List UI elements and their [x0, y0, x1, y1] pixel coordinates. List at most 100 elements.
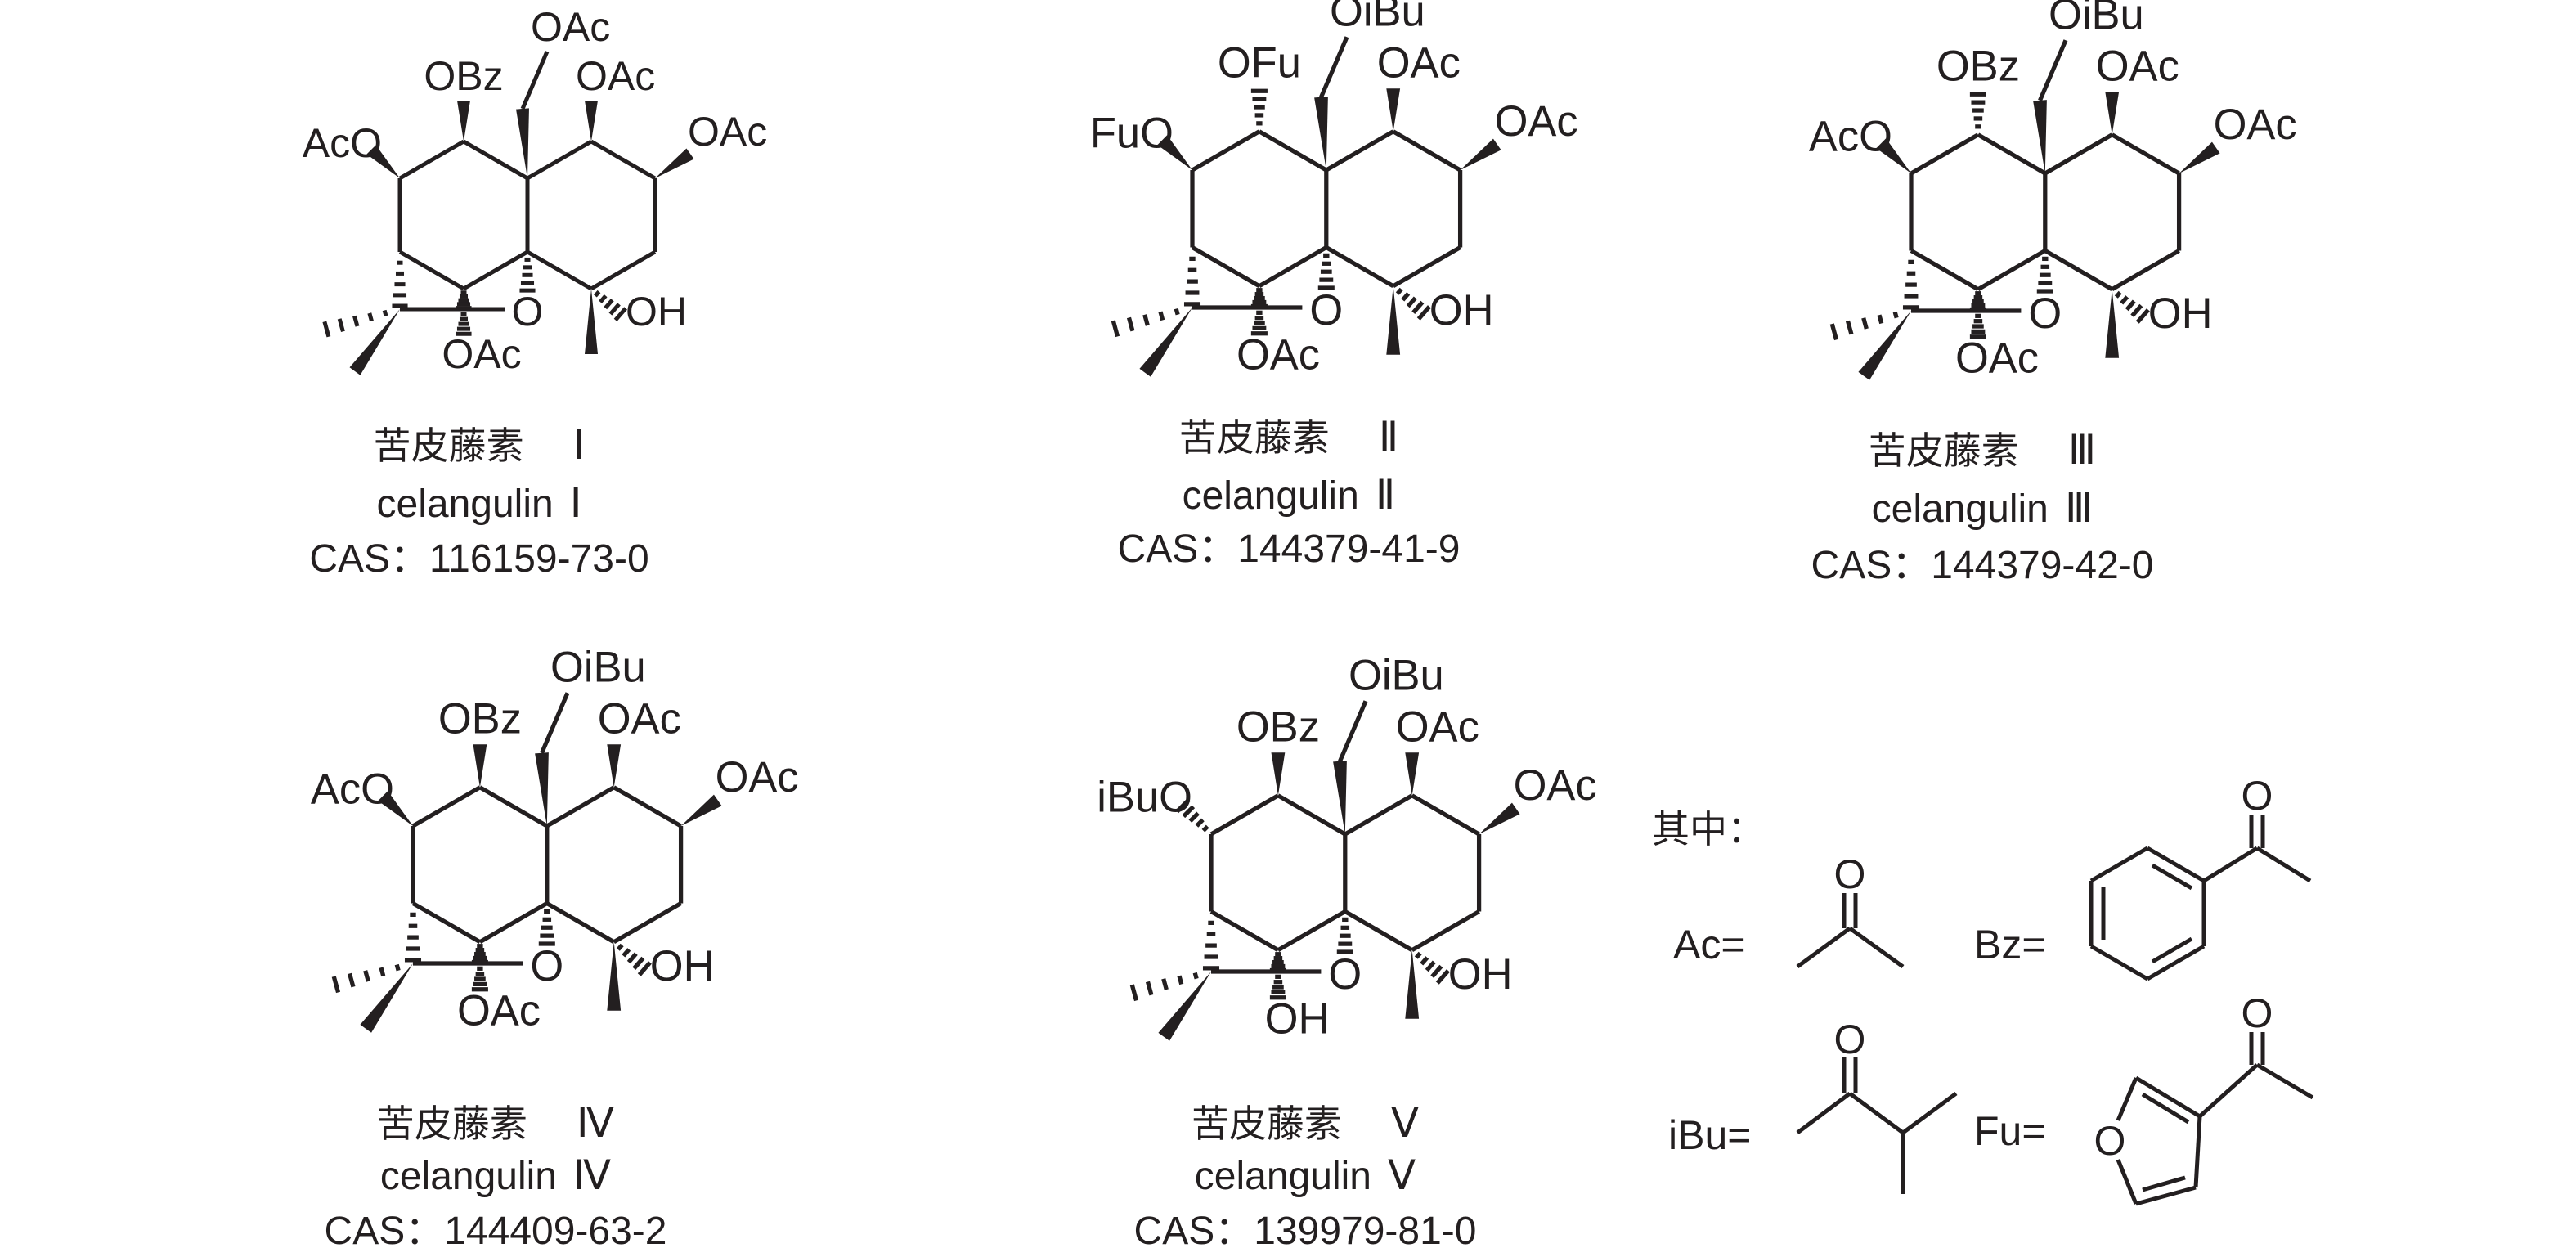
benzene-double-bond — [2151, 936, 2193, 964]
hashed-bond — [1969, 92, 1986, 129]
ring-bond — [526, 139, 593, 181]
bond — [1848, 926, 1905, 969]
roman-numeral: Ⅴ — [1391, 1100, 1419, 1146]
methyl-wedge-bond — [1386, 285, 1401, 355]
chinese-name: 苦皮藤素 — [377, 1102, 527, 1146]
wedge-bond — [1479, 802, 1520, 834]
hashed-bond — [1969, 313, 1986, 339]
hashed-bond — [392, 260, 408, 308]
cas-value: 144409-63-2 — [444, 1210, 666, 1253]
substituent-label: iBuO — [1097, 774, 1192, 822]
compound-name-cn: 苦皮藤素 Ⅰ — [374, 422, 586, 468]
wedge-bond — [680, 794, 722, 826]
roman-numeral: Ⅲ — [2065, 485, 2093, 531]
hashed-bond — [1969, 291, 1986, 312]
substituent-label: OAc — [457, 987, 541, 1035]
ring-bond — [1344, 909, 1414, 953]
substituent-label: OAc — [531, 4, 610, 50]
ring-bond — [478, 901, 549, 945]
isobutyryl-label: iBu= — [1668, 1112, 1751, 1158]
wedge-bond — [1386, 88, 1401, 132]
cas-number: CAS：144409-63-2 — [325, 1210, 667, 1253]
bond — [2198, 1063, 2259, 1118]
hashed-bond — [538, 909, 555, 946]
wedge-bond — [473, 744, 487, 788]
bond — [1796, 926, 1851, 969]
compound-name-en: celangulin Ⅲ — [1872, 485, 2094, 531]
roman-numeral: Ⅲ — [2068, 427, 2096, 473]
methyl-wedge-bond — [1405, 949, 1420, 1019]
ring-bond — [1392, 245, 1461, 289]
methyl-hashed-bond — [1129, 972, 1199, 1002]
bond — [1848, 1091, 1905, 1135]
ch2-bond — [2038, 39, 2068, 101]
ring-oxygen-label: O — [1309, 286, 1343, 334]
substituent-label: OAc — [2096, 43, 2179, 91]
ring-bond — [462, 139, 529, 181]
hydroxyl-label: OH — [1429, 286, 1494, 334]
ring-bond — [1209, 909, 1280, 953]
hashed-bond — [2114, 290, 2150, 324]
chinese-name: 苦皮藤素 — [374, 424, 524, 468]
methyl-hashed-bond — [331, 963, 401, 994]
hashed-bond — [1395, 287, 1431, 321]
english-name: celangulin — [380, 1155, 557, 1198]
benzene-double-bond — [2151, 863, 2193, 891]
ring-bond — [1392, 129, 1461, 173]
acetyl-label: Ac= — [1673, 922, 1745, 967]
substituent-label: OAc — [1955, 334, 2039, 383]
methyl-wedge-bond — [1139, 308, 1192, 377]
hydroxyl-label: OH — [650, 942, 715, 990]
ring-oxygen-label: O — [2028, 290, 2062, 338]
hashed-bond — [593, 290, 627, 321]
bond — [2255, 846, 2312, 883]
ring-bond — [411, 785, 482, 828]
carbonyl-oxygen-label: O — [1834, 1017, 1866, 1062]
substituent-label: OBz — [1236, 703, 1320, 752]
cas-number: CAS：144379-41-9 — [1118, 527, 1461, 571]
ring-bond — [545, 785, 616, 828]
cas-value: 139979-81-0 — [1254, 1210, 1476, 1253]
methyl-wedge-bond — [1158, 972, 1211, 1041]
ring-bond — [1411, 909, 1480, 953]
cas-label: CAS： — [1811, 544, 1932, 587]
substituent-label: OH — [1265, 995, 1330, 1044]
methyl-wedge-bond — [2105, 289, 2120, 358]
wedge-bond — [655, 148, 694, 178]
furan-double-bond — [2141, 1092, 2190, 1125]
substituent-label: OiBu — [1330, 0, 1425, 36]
substituent-label: OBz — [1936, 43, 2020, 91]
methyl-wedge-bond — [607, 941, 622, 1011]
ring-bond — [1910, 132, 1980, 176]
roman-numeral: Ⅳ — [577, 1100, 614, 1146]
ring-bond — [526, 249, 593, 291]
cas-label: CAS： — [325, 1210, 445, 1253]
ring-bond — [613, 785, 682, 828]
hashed-bond — [1250, 288, 1268, 309]
substituent-label: AcO — [311, 765, 394, 814]
ring-bond — [398, 139, 465, 181]
carbonyl-oxygen-label: O — [2242, 990, 2273, 1036]
substituent-label: OAc — [1396, 703, 1479, 752]
roman-numeral: Ⅰ — [573, 422, 586, 468]
hashed-bond — [471, 944, 488, 965]
substituent-label: OAc — [1495, 97, 1578, 146]
wedge-bond — [457, 101, 470, 141]
ring-oxygen-label: O — [1328, 950, 1362, 999]
wedge-bond — [366, 145, 400, 178]
wedge-bond — [1333, 761, 1347, 834]
cas-number: CAS：116159-73-0 — [309, 537, 648, 581]
compound-name-cn: 苦皮藤素 Ⅳ — [377, 1100, 614, 1146]
bond — [1796, 1092, 1851, 1134]
hashed-bond — [404, 912, 422, 963]
english-name: celangulin — [1872, 487, 2049, 531]
benzene-bond — [2089, 944, 2149, 981]
substituent-label: OAc — [576, 53, 655, 99]
carbonyl-oxygen-label: O — [1834, 851, 1866, 897]
substituent-label: OBz — [424, 53, 503, 99]
ring-bond — [1910, 249, 1980, 292]
